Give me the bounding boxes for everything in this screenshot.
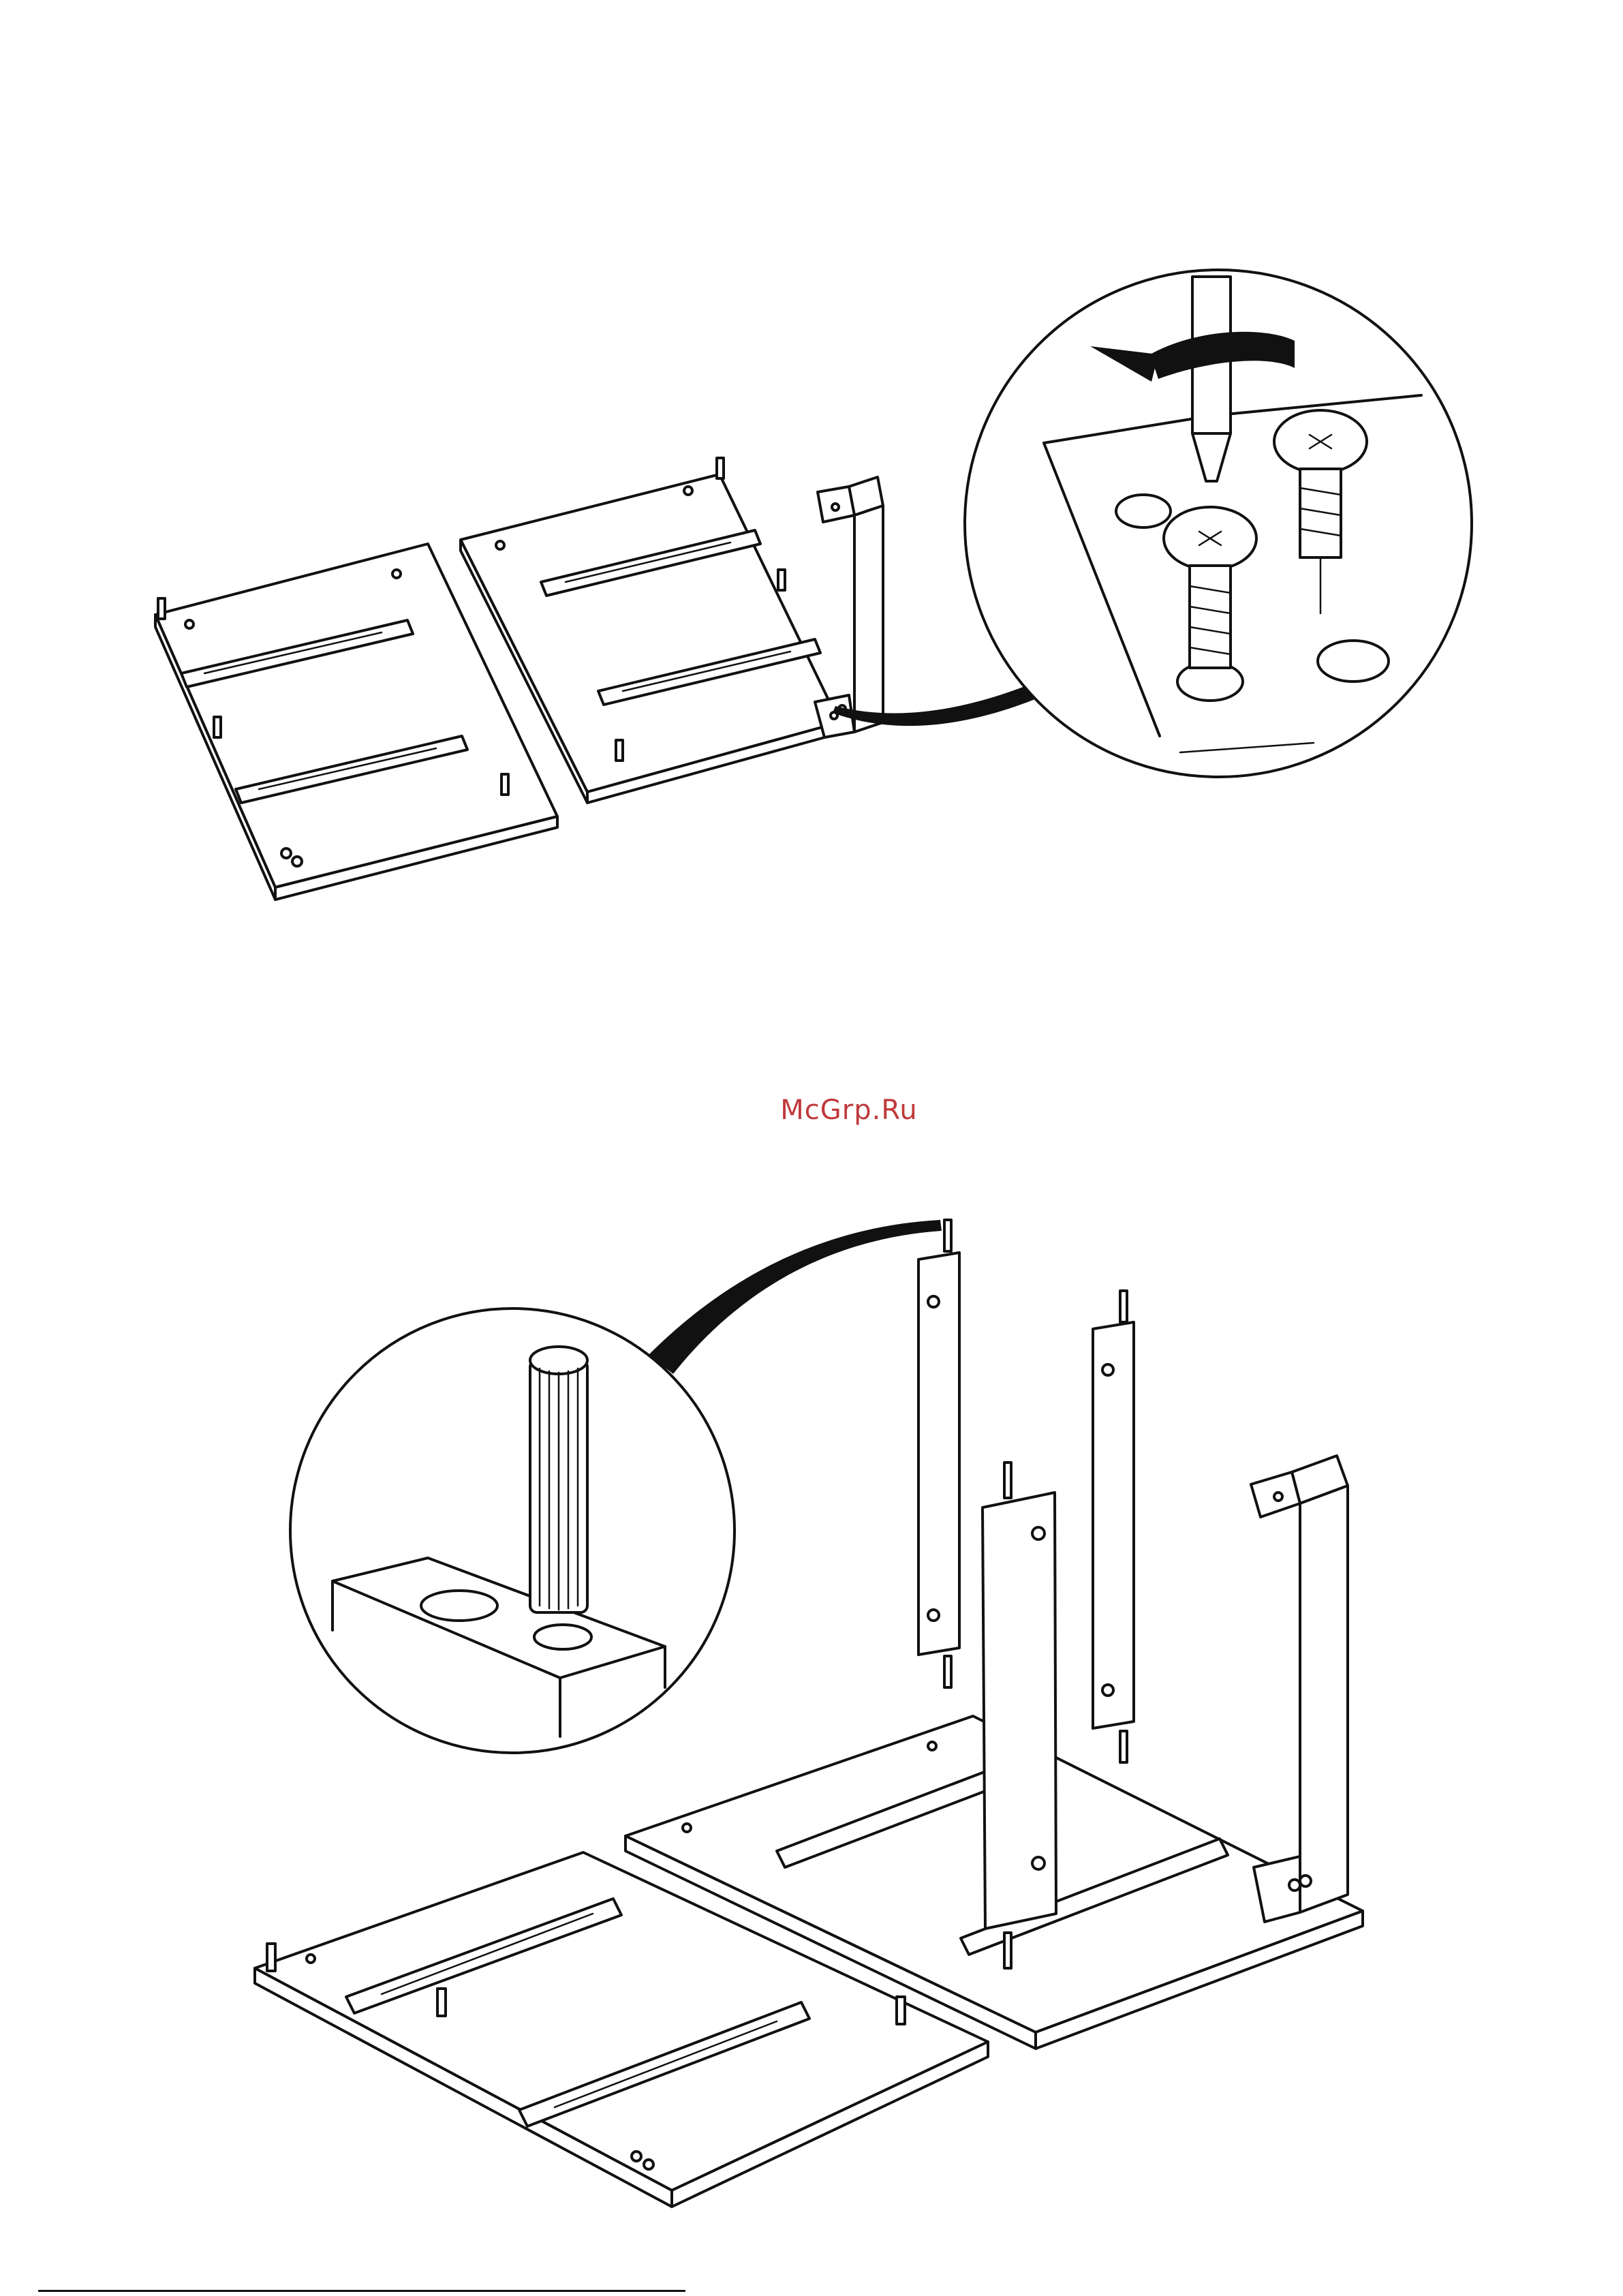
top-detail xyxy=(965,270,1472,777)
bottom-detail-pointer xyxy=(649,1220,942,1374)
page-bottom-rule xyxy=(38,2290,685,2292)
bottom-post-front xyxy=(983,1463,1056,1968)
bottom-post-left xyxy=(918,1220,959,1687)
step-top-illustration xyxy=(0,0,1623,954)
dowel-icon xyxy=(530,1347,587,1612)
bottom-detail xyxy=(290,1308,735,1753)
watermark: McGrp.Ru xyxy=(747,1095,951,1126)
bottom-post-right xyxy=(1093,1291,1134,1762)
bottom-panel-left xyxy=(255,1852,988,2207)
bottom-side-panel xyxy=(1251,1456,1348,1922)
bottom-panel-right xyxy=(625,1716,1363,2049)
screwdriver-icon xyxy=(1192,277,1231,481)
